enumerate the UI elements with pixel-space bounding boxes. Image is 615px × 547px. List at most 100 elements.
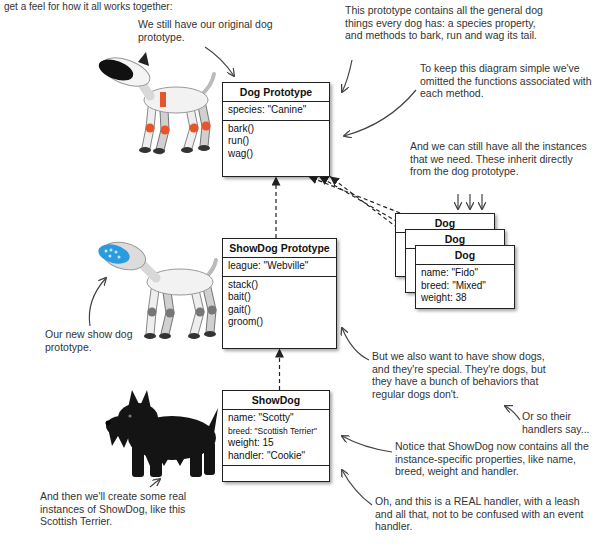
box-field: groom() — [228, 316, 263, 329]
inheritance-arrow — [308, 177, 400, 214]
robot-foot — [159, 333, 171, 339]
robot-joint — [208, 306, 217, 315]
leader-arrow — [342, 436, 392, 452]
box-field: wag() — [228, 148, 253, 161]
visor-pixel — [110, 249, 113, 252]
inheritance-arrow — [275, 177, 276, 239]
box-field: breed: "Scottish Terrier" — [228, 425, 317, 438]
visor-pixel — [115, 251, 118, 254]
robot-feet — [139, 145, 210, 154]
annotation: To keep this diagram simple we've omitte… — [420, 62, 605, 100]
robot-foot — [139, 147, 151, 153]
leader-arrow — [342, 470, 372, 505]
box-field: weight: 38 — [421, 292, 467, 305]
box-header: ShowDog Prototype — [223, 239, 336, 257]
inheritance-arrow — [279, 349, 280, 391]
robot-dog — [96, 52, 214, 154]
robot-joints — [146, 122, 211, 135]
box-section: bark()run()wag() — [223, 120, 329, 176]
robot-ear — [138, 52, 149, 66]
box-field: species: "Canine" — [228, 104, 306, 117]
leader-arrow — [342, 60, 352, 92]
leader-lines — [89, 47, 520, 505]
robot-joints — [148, 306, 217, 318]
box-section: stack()bait()gait()groom() — [223, 276, 336, 348]
prototype-box: Dog Prototype species: "Canine" bark()run(… — [222, 82, 330, 177]
robot-foot — [198, 145, 210, 151]
leader-arrow — [150, 479, 160, 487]
robot-feet — [144, 331, 216, 339]
annotation: Our new show dog prototype. — [45, 328, 145, 353]
leader-arrow — [481, 194, 482, 209]
scottish-terrier — [106, 390, 219, 477]
box-field: handler: "Cookie" — [228, 450, 305, 463]
annotation: We still have our original dog prototype… — [138, 18, 278, 43]
robot-joint — [190, 124, 199, 133]
box-field: name: "Fido" — [421, 267, 478, 280]
box-header: ShowDog — [223, 391, 329, 409]
box-field: bark() — [228, 123, 254, 136]
leader-arrow — [205, 47, 234, 76]
annotation: Oh, and this is a REAL handler, with a l… — [375, 495, 593, 533]
leader-arrow — [469, 194, 470, 209]
visor-pixel — [118, 256, 121, 259]
robot-visor — [96, 55, 136, 84]
box-field: stack() — [228, 279, 258, 292]
robot-joint — [196, 308, 205, 317]
box-section: species: "Canine" — [223, 101, 329, 120]
robot-show-dog — [96, 238, 216, 339]
visor-pixel — [105, 250, 108, 253]
box-header: Dog Prototype — [223, 83, 329, 101]
box-title: Dog — [445, 232, 465, 246]
box-section: name: "Fido"breed: "Mixed"weight: 38 — [416, 264, 514, 308]
dog-ear — [140, 390, 151, 409]
robot-foot — [181, 147, 193, 153]
robot-joint — [148, 308, 157, 317]
box-title: ShowDog — [252, 393, 300, 407]
box-field: bait() — [228, 291, 251, 304]
box-section: name: "Scotty"breed: "Scottish Terrier"w… — [223, 409, 329, 465]
robot-joint — [161, 126, 170, 135]
annotation: And we can still have all the instances … — [410, 140, 595, 178]
annotation: But we also want to have show dogs, and … — [372, 350, 552, 400]
leader-arrow — [344, 90, 416, 136]
dog-fur — [132, 450, 204, 466]
robot-stripe — [160, 92, 166, 107]
robot-joint — [146, 124, 155, 133]
prototype-box: ShowDog Prototype league: "Webville" stack… — [222, 238, 337, 349]
robot-foot — [204, 331, 216, 337]
annotation: And then we'll create some real instance… — [40, 490, 212, 528]
robot-joint — [166, 309, 175, 318]
annotation: get a feel for how it all works together… — [4, 1, 304, 14]
box-field: name: "Scotty" — [228, 412, 293, 425]
box-section — [223, 465, 329, 481]
robot-visor — [96, 241, 132, 267]
box-field: gait() — [228, 304, 251, 317]
box-header: Dog — [416, 246, 514, 264]
robot-body — [144, 87, 208, 113]
robot-foot — [188, 333, 200, 339]
object-box: ShowDog name: "Scotty"breed: "Scottish Te… — [222, 390, 330, 482]
dog-nose — [106, 421, 111, 426]
visor-pixel — [109, 255, 112, 258]
robot-joint — [202, 122, 211, 131]
annotation: Or so their handlers say... — [522, 410, 608, 435]
box-title: Dog — [455, 248, 475, 262]
robot-foot — [144, 333, 156, 339]
dog-beard — [108, 428, 130, 448]
box-title: Dog Prototype — [240, 85, 312, 99]
annotation: Notice that ShowDog now contains all the… — [395, 440, 595, 478]
dog-ear — [128, 390, 140, 408]
leader-arrow — [457, 194, 458, 209]
leader-arrow — [505, 406, 520, 420]
box-field: weight: 15 — [228, 437, 274, 450]
box-title: ShowDog Prototype — [229, 241, 329, 255]
box-section: league: "Webville" — [223, 257, 336, 276]
box-field: run() — [228, 135, 249, 148]
object-box: Dog name: "Fido"breed: "Mixed"weight: 38 — [415, 245, 515, 309]
dog-eye — [128, 414, 131, 417]
box-field: league: "Webville" — [228, 260, 308, 273]
leader-arrow — [342, 328, 369, 360]
box-title: Dog — [435, 216, 455, 230]
leader-arrow — [89, 278, 106, 326]
